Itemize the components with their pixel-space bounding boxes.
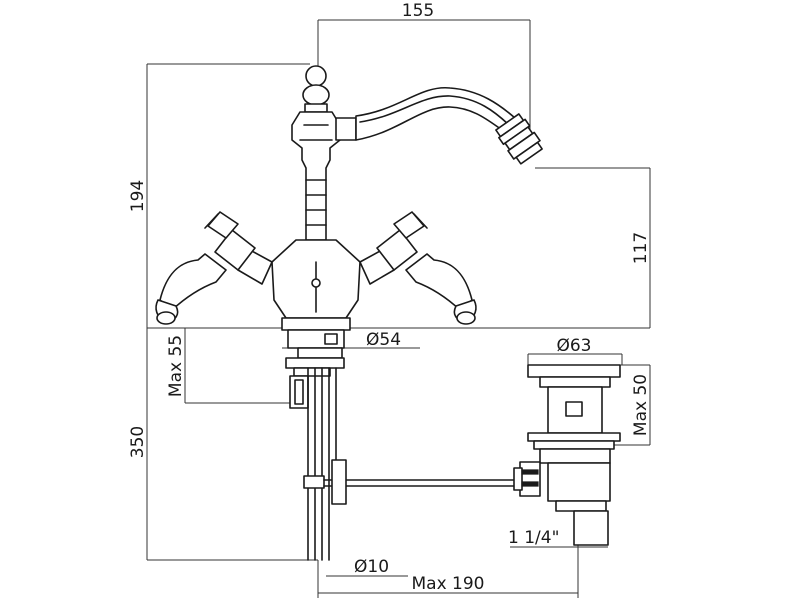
spout <box>335 87 543 165</box>
waste-tailpiece <box>573 510 609 546</box>
dim-base-diameter: Ø54 <box>366 330 401 350</box>
pop-up-rod <box>303 459 521 505</box>
dim-waste-max-thickness: Max 50 <box>631 374 651 436</box>
dim-waste-reach: Max 190 <box>412 574 485 594</box>
left-handle <box>155 211 273 325</box>
dim-spout-height: 117 <box>631 232 651 264</box>
mixer-body <box>271 65 361 349</box>
top-finial <box>305 65 327 87</box>
base-ring <box>281 317 351 331</box>
dim-total-height: 194 <box>128 180 148 212</box>
dim-max-deck-thickness: Max 55 <box>166 335 186 397</box>
waste-flange <box>527 364 621 378</box>
dim-tail-length: 350 <box>128 426 148 458</box>
dim-spout-reach: 155 <box>402 1 434 21</box>
dimension-labels: 155 194 117 Ø54 Max 55 350 Ø10 Max 190 Ø… <box>128 1 651 594</box>
dim-waste-thread: 1 1/4" <box>508 528 559 548</box>
dim-pipe-diameter: Ø10 <box>354 557 389 577</box>
waste-assembly <box>513 364 621 546</box>
column <box>291 111 341 241</box>
supply-tails <box>285 347 345 561</box>
dim-waste-flange-diameter: Ø63 <box>556 336 591 356</box>
dimension-lines <box>146 19 651 598</box>
right-handle <box>359 211 477 325</box>
